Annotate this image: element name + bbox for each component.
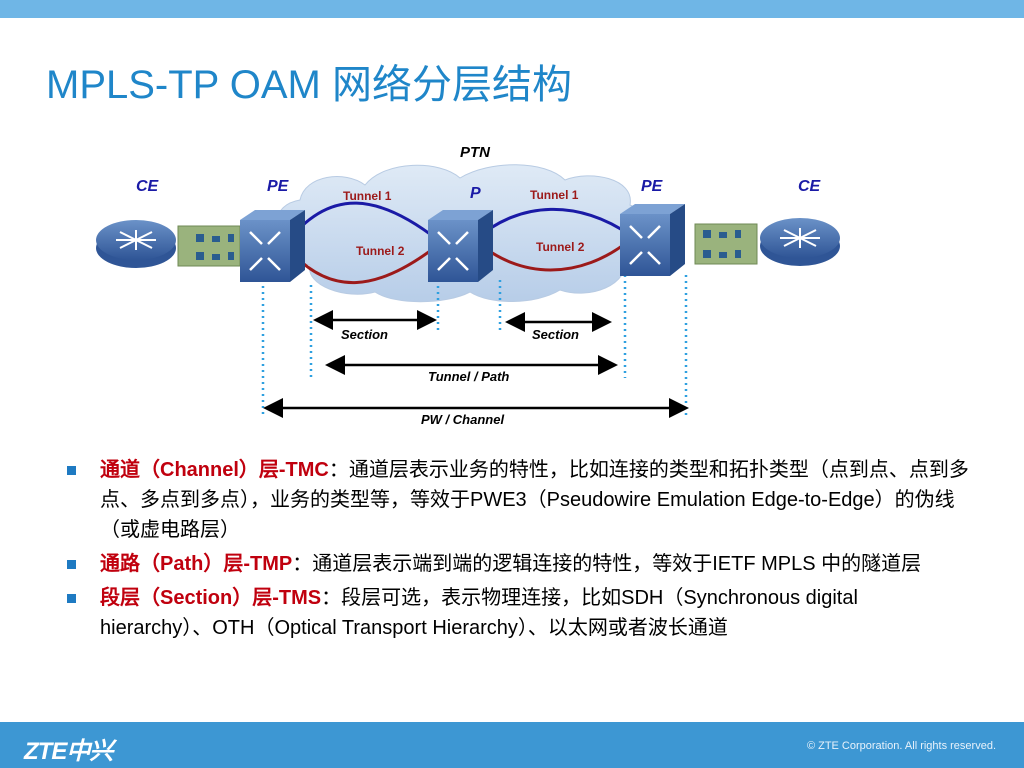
bullet-channel: 通道（Channel）层-TMC：通道层表示业务的特性，比如连接的类型和拓扑类型… xyxy=(62,455,972,545)
ce-router-right-icon xyxy=(760,218,840,266)
pe-left-label: PE xyxy=(267,178,290,195)
tunnel-path-label: Tunnel / Path xyxy=(428,369,509,384)
bullet-text: 通道层表示业务的特性，比如连接的类型和拓扑类型（点到点、点到多点、多点到多点），… xyxy=(100,459,969,541)
bullet-square-icon xyxy=(67,466,76,475)
cloud-label: PTN xyxy=(460,144,491,161)
copyright-text: © ZTE Corporation. All rights reserved. xyxy=(806,740,996,752)
bullet-separator: ： xyxy=(292,553,313,575)
top-accent-bar xyxy=(0,0,1024,18)
p-mid-label: P xyxy=(470,185,481,202)
bullet-square-icon xyxy=(67,594,76,603)
bullet-list: 通道（Channel）层-TMC：通道层表示业务的特性，比如连接的类型和拓扑类型… xyxy=(62,455,972,647)
zte-logo: ZTE中兴 xyxy=(24,738,113,765)
ce-left-label: CE xyxy=(136,178,160,195)
section-left-label: Section xyxy=(341,327,388,342)
bullet-text: 通道层表示端到端的逻辑连接的特性，等效于IETF MPLS 中的隧道层 xyxy=(312,553,922,575)
ce-right-label: CE xyxy=(798,178,822,195)
dotted-guides xyxy=(261,275,688,415)
tunnel2-right-label: Tunnel 2 xyxy=(536,240,585,254)
bullet-text: 段层可选，表示物理连接，比如SDH（Synchronous digital hi… xyxy=(100,587,858,639)
tunnel2-left-label: Tunnel 2 xyxy=(356,244,405,258)
footer-bar: ZTE中兴 © ZTE Corporation. All rights rese… xyxy=(0,722,1024,768)
p-mid-switch-icon xyxy=(428,210,493,282)
tunnel1-right-label: Tunnel 1 xyxy=(530,188,579,202)
bullet-separator: ： xyxy=(321,587,342,609)
bullet-square-icon xyxy=(67,560,76,569)
ce-pe-links xyxy=(177,223,758,267)
span-arrows xyxy=(263,310,689,418)
network-diagram: PTN CE PE P PE CE Tunnel 1 Tunnel 2 Tunn… xyxy=(96,144,840,427)
bullet-heading: 通路（Path）层-TMP xyxy=(100,553,293,575)
pe-right-label: PE xyxy=(641,178,664,195)
tunnel1-left-label: Tunnel 1 xyxy=(343,189,392,203)
pw-channel-label: PW / Channel xyxy=(421,412,504,427)
section-right-label: Section xyxy=(532,327,579,342)
bullet-path: 通路（Path）层-TMP：通道层表示端到端的逻辑连接的特性，等效于IETF M… xyxy=(62,549,972,579)
bullet-heading: 段层（Section）层-TMS xyxy=(100,587,322,609)
pe-left-switch-icon xyxy=(240,210,305,282)
bullet-section: 段层（Section）层-TMS：段层可选，表示物理连接，比如SDH（Synch… xyxy=(62,583,972,643)
pe-right-switch-icon xyxy=(620,204,685,276)
slide-title: MPLS-TP OAM 网络分层结构 xyxy=(46,63,572,107)
bullet-separator: ： xyxy=(328,459,349,481)
bullet-heading: 通道（Channel）层-TMC xyxy=(100,459,329,481)
ce-router-left-icon xyxy=(96,220,176,268)
